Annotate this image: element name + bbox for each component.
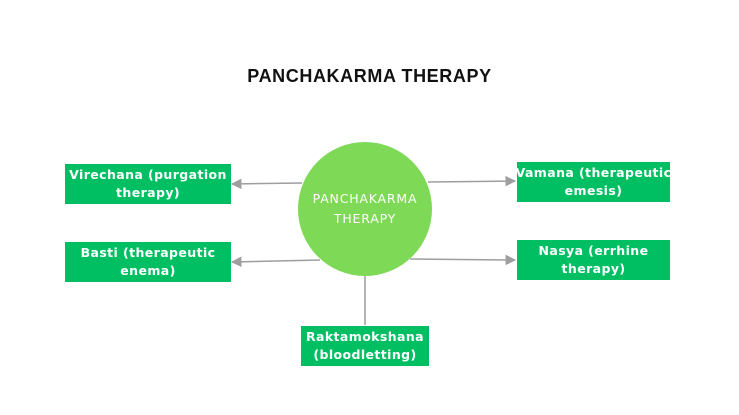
- connector-virechana: [230, 178, 303, 190]
- connector-vamana: [427, 175, 517, 187]
- node-basti: Basti (therapeutic enema): [65, 242, 231, 282]
- node-raktamokshana: Raktamokshana (bloodletting): [301, 326, 429, 366]
- node-vamana-line1: Vamana (therapeutic: [515, 165, 672, 180]
- node-vamana-line2: emesis): [564, 183, 623, 198]
- node-basti-line1: Basti (therapeutic: [80, 245, 216, 260]
- node-raktamokshana-line1: Raktamokshana: [305, 329, 425, 344]
- diagram-title: PANCHAKARMA THERAPY: [247, 66, 492, 86]
- node-virechana-line2: therapy): [116, 185, 180, 200]
- node-nasya-line1: Nasya (errhine: [538, 243, 649, 258]
- node-nasya: Nasya (errhine therapy): [517, 240, 670, 280]
- center-circle: PANCHAKARMA THERAPY: [298, 142, 432, 276]
- connector-nasya: [409, 254, 517, 266]
- node-raktamokshana-line2: (bloodletting): [313, 347, 417, 362]
- node-vamana: Vamana (therapeutic emesis): [515, 162, 672, 202]
- center-label-line1: PANCHAKARMA: [312, 191, 418, 206]
- node-nasya-line2: therapy): [561, 261, 626, 276]
- node-basti-line2: enema): [120, 263, 176, 278]
- node-virechana: Virechana (purgation therapy): [65, 164, 231, 204]
- connector-basti: [230, 256, 321, 268]
- node-virechana-line1: Virechana (purgation: [69, 167, 227, 182]
- center-label-line2: THERAPY: [333, 211, 397, 226]
